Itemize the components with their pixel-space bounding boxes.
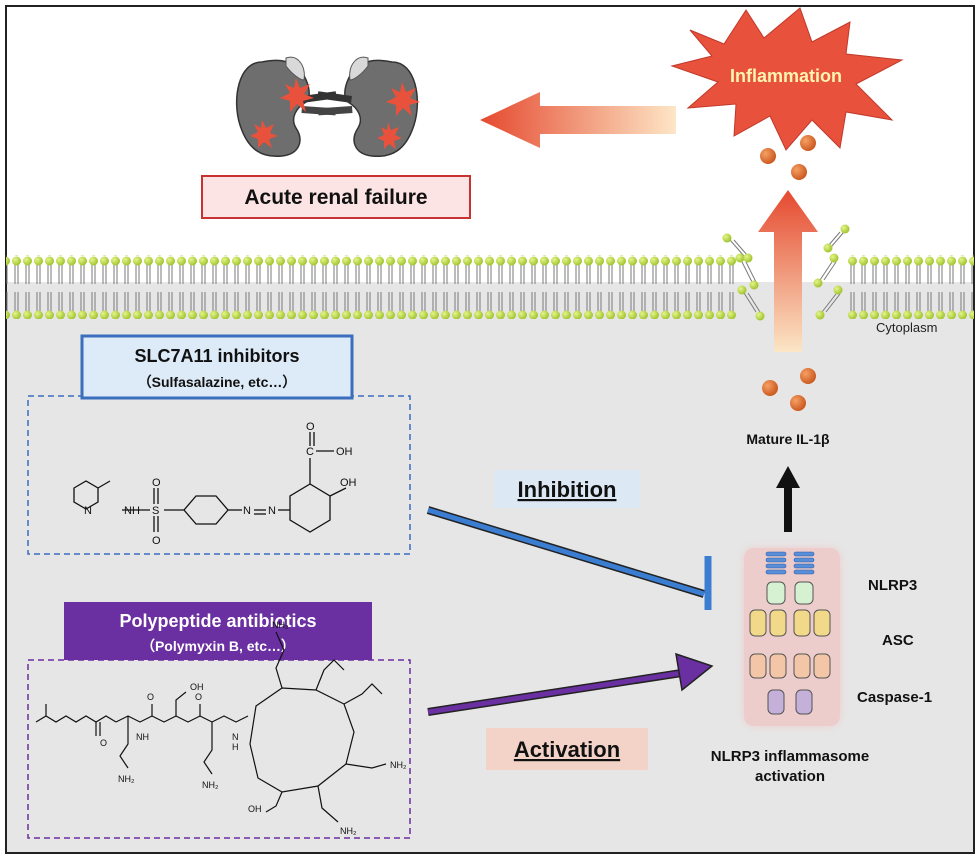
sulfasalazine-structure <box>73 432 347 533</box>
inhibition-line <box>427 507 705 597</box>
molecule-atom-label: NH <box>136 732 149 742</box>
nlrp3-label: NLRP3 <box>868 577 917 594</box>
molecule-atom-label: NH₂ <box>390 760 407 770</box>
activation-arrowhead <box>675 652 714 692</box>
molecule-atom-label: O <box>306 421 315 433</box>
antibiotic-title-box <box>64 602 372 660</box>
caspase-1-label: Caspase-1 <box>857 689 932 706</box>
inflammasome-complex <box>744 548 840 726</box>
inflammation-label: Inflammation <box>730 66 842 86</box>
molecule-atom-label: O <box>152 535 161 547</box>
inflammasome-caption: NLRP3 inflammasome <box>711 748 869 765</box>
molecule-atom-label: NH₂ <box>340 826 357 836</box>
inhibition-label: Inhibition <box>518 477 617 502</box>
cell-membrane <box>6 224 974 321</box>
release-arrow <box>758 190 818 352</box>
cytokine-dot-icon <box>760 135 816 180</box>
molecule-atom-label: OH <box>340 477 357 489</box>
polymyxin-structure <box>35 631 387 823</box>
inflammasome-caption: activation <box>755 768 825 785</box>
inhibition-label-box <box>494 470 640 508</box>
inflammation-burst-icon <box>670 7 904 151</box>
mature-il1b-label: Mature IL-1β <box>746 431 830 447</box>
antibiotic-title: Polypeptide antibiotics <box>119 611 316 631</box>
activation-label-box <box>486 728 648 770</box>
inhibitor-title: SLC7A11 inhibitors <box>134 346 299 366</box>
molecule-atom-label: O <box>152 477 161 489</box>
molecule-atom-label: N <box>84 505 92 517</box>
starburst-icon <box>250 78 420 149</box>
molecule-atom-label: NH₂ <box>118 774 135 784</box>
molecule-atom-label: N <box>232 732 239 742</box>
kidney-icon <box>317 56 419 158</box>
molecule-atom-label: OH <box>248 804 262 814</box>
molecule-atom-label: S <box>152 505 159 517</box>
molecule-atom-label: N <box>268 505 276 517</box>
inhibitor-subtitle: （Sulfasalazine, etc…） <box>138 374 297 390</box>
molecule-atom-label: OH <box>336 446 353 458</box>
molecule-atom-label: H <box>232 742 239 752</box>
inhibitor-title-box <box>80 334 354 400</box>
molecule-atom-label: N <box>243 505 251 517</box>
cytokine-dot-icon <box>762 368 816 411</box>
asc-label: ASC <box>882 632 914 649</box>
activation-line <box>427 669 689 715</box>
arrow-to-renal-failure <box>480 92 676 148</box>
antibiotic-subtitle: （Polymyxin B, etc…） <box>141 638 295 654</box>
molecule-atom-label: NH₂ <box>202 780 219 790</box>
cytoplasm-label: Cytoplasm <box>876 320 937 335</box>
maturation-arrow <box>776 466 800 532</box>
molecule-atom-label: C <box>306 446 314 458</box>
molecule-atom-label: O <box>147 692 154 702</box>
molecule-atom-label: NH₂ <box>272 620 289 630</box>
molecule-atom-label: OH <box>190 682 204 692</box>
molecule-atom-label: O <box>195 692 202 702</box>
molecule-atom-label: O <box>100 738 107 748</box>
molecule-atom-label: NH <box>124 505 140 517</box>
activation-label: Activation <box>514 737 620 762</box>
figure-frame <box>5 5 975 854</box>
renal-failure-box <box>201 175 471 219</box>
renal-failure-label: Acute renal failure <box>244 186 427 209</box>
